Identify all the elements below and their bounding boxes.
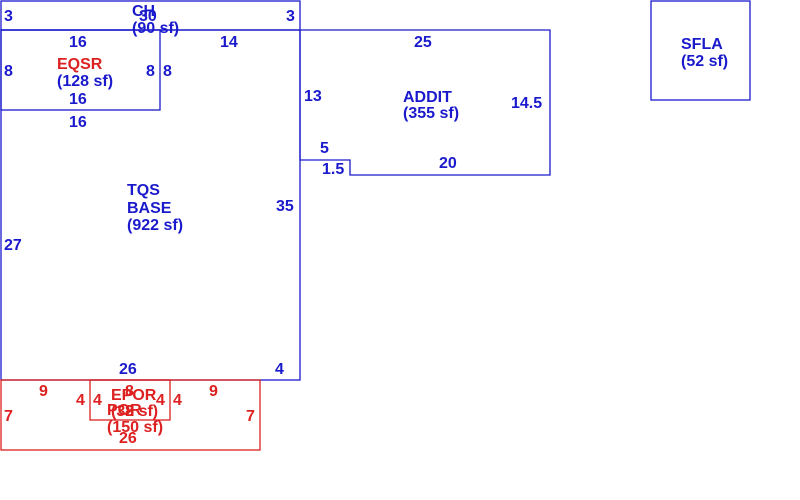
sfla-outline [650, 0, 751, 101]
dim-addit-right: 14.5 [511, 95, 542, 112]
dim-epor-inner-left: 4 [76, 392, 85, 409]
addit-name-label: ADDIT [403, 89, 452, 106]
dim-por-left: 7 [4, 408, 13, 425]
dim-epor-right: 4 [156, 392, 165, 409]
dim-ch-top: 30 [139, 8, 157, 25]
dim-epor-bottom: 8 [125, 403, 134, 420]
dim-epor-left: 4 [93, 392, 102, 409]
dim-ch-right: 3 [286, 8, 295, 25]
dim-por-top-right: 9 [209, 383, 218, 400]
dim-base-inner-top: 16 [69, 114, 87, 131]
addit-outline [299, 29, 551, 176]
dim-base-right: 35 [276, 198, 294, 215]
ch-area-label: (90 sf) [132, 20, 179, 37]
tqs-base-area-label: (922 sf) [127, 217, 183, 234]
dim-base-bottom: 26 [119, 361, 137, 378]
ch-name-label: CH [132, 3, 155, 20]
dim-addit-bottom: 20 [439, 155, 457, 172]
dim-addit-top: 25 [414, 34, 432, 51]
dim-addit-notch-side: 1.5 [322, 161, 344, 178]
dim-base-left: 27 [4, 237, 22, 254]
dim-base-bottom-right: 4 [275, 361, 284, 378]
dim-addit-notch-top: 5 [320, 140, 329, 157]
epor-outline [89, 379, 171, 421]
tqs-base-name-label-line2: BASE [127, 200, 172, 217]
dim-epor-inner-right: 4 [173, 392, 182, 409]
tqs-base-name-label-line1: TQS [127, 182, 160, 199]
addit-area-label: (355 sf) [403, 105, 459, 122]
sfla-name-label: SFLA [681, 36, 723, 53]
epor-name-label: EPOR [111, 387, 157, 404]
dim-eqsr-right: 8 [146, 63, 155, 80]
sfla-area-label: (52 sf) [681, 53, 728, 70]
eqsr-name-label: EQSR [57, 56, 103, 73]
dim-por-top-left: 9 [39, 383, 48, 400]
dim-eqsr-left: 8 [4, 63, 13, 80]
dim-epor-top: 8 [125, 383, 134, 400]
dim-addit-left: 13 [304, 88, 322, 105]
dim-eqsr-top: 16 [69, 34, 87, 51]
dim-por-bottom: 26 [119, 430, 137, 447]
por-name-label: POR [107, 402, 142, 419]
dim-por-right: 7 [246, 408, 255, 425]
eqsr-outline [0, 29, 161, 111]
dim-eqsr-right-outer: 8 [163, 63, 172, 80]
dim-ch-left: 3 [4, 8, 13, 25]
dim-base-top-right: 14 [220, 34, 238, 51]
dim-eqsr-bottom: 16 [69, 91, 87, 108]
epor-area-label: (32 sf) [111, 403, 158, 420]
eqsr-area-label: (128 sf) [57, 73, 113, 90]
por-area-label: (150 sf) [107, 419, 163, 436]
